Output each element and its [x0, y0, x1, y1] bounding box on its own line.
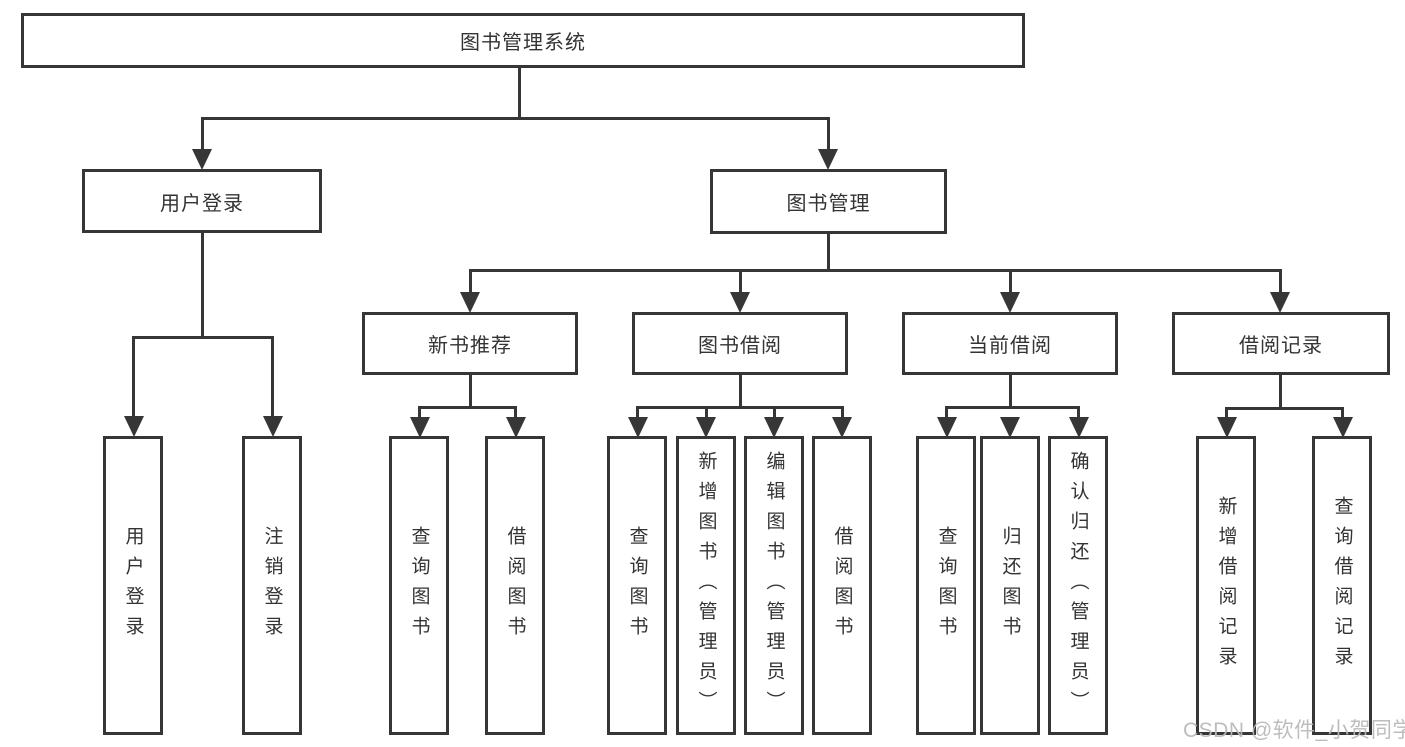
- leaf-edit-book-admin: 编辑图书（管理员）: [744, 436, 804, 735]
- arrow-down-icon: [696, 417, 716, 438]
- leaf-query-book-2: 查询图书: [607, 436, 667, 735]
- leaf-user-login: 用户登录: [103, 436, 163, 735]
- leaf-query-borrow-record-label: 查询借阅记录: [1331, 495, 1353, 676]
- arrow-down-icon: [263, 416, 283, 437]
- node-user-login-label: 用户登录: [160, 192, 244, 215]
- connector-line: [201, 117, 204, 151]
- connector-line: [1077, 406, 1080, 419]
- connector-line: [132, 336, 274, 339]
- connector-line: [827, 233, 830, 271]
- node-book-borrow-label: 图书借阅: [698, 335, 782, 357]
- leaf-query-borrow-record: 查询借阅记录: [1312, 436, 1372, 735]
- node-current-borrow: 当前借阅: [902, 312, 1118, 375]
- node-borrow-records: 借阅记录: [1172, 312, 1390, 375]
- leaf-query-book-1-label: 查询图书: [408, 525, 430, 646]
- connector-line: [1225, 407, 1228, 419]
- node-book-borrow: 图书借阅: [632, 312, 848, 375]
- connector-line: [739, 374, 742, 408]
- node-user-login: 用户登录: [82, 169, 322, 233]
- arrow-down-icon: [506, 417, 526, 438]
- connector-line: [1279, 269, 1282, 295]
- connector-line: [418, 406, 517, 409]
- node-book-management-label: 图书管理: [786, 193, 871, 215]
- leaf-confirm-return-admin-label: 确认归还（管理员）: [1067, 450, 1089, 721]
- arrow-down-icon: [192, 149, 212, 170]
- leaf-return-book-label: 归还图书: [999, 525, 1021, 646]
- leaf-edit-book-admin-label: 编辑图书（管理员）: [763, 450, 785, 721]
- leaf-query-book-1: 查询图书: [389, 436, 449, 735]
- node-book-management: 图书管理: [710, 169, 947, 234]
- arrow-down-icon: [1000, 292, 1020, 313]
- node-current-borrow-label: 当前借阅: [968, 335, 1052, 357]
- arrow-down-icon: [730, 292, 750, 313]
- connector-line: [1225, 407, 1344, 410]
- node-root-label: 图书管理系统: [460, 32, 586, 54]
- node-new-book-recommend-label: 新书推荐: [428, 335, 512, 357]
- leaf-return-book: 归还图书: [980, 436, 1040, 735]
- leaf-add-borrow-record: 新增借阅记录: [1196, 436, 1256, 735]
- arrow-down-icon: [832, 417, 852, 438]
- connector-line: [1009, 374, 1012, 408]
- arrow-down-icon: [818, 149, 838, 170]
- leaf-borrow-book-2-label: 借阅图书: [831, 525, 853, 646]
- leaf-query-book-3: 查询图书: [916, 436, 976, 735]
- arrow-down-icon: [460, 292, 480, 313]
- connector-line: [469, 269, 1282, 272]
- arrow-down-icon: [1000, 417, 1020, 438]
- connector-line: [841, 406, 844, 419]
- connector-line: [518, 68, 521, 120]
- leaf-logout-label: 注销登录: [261, 525, 283, 646]
- leaf-borrow-book-2: 借阅图书: [812, 436, 872, 735]
- connector-line: [271, 336, 274, 418]
- connector-line: [132, 336, 135, 418]
- arrow-down-icon: [1217, 417, 1237, 438]
- leaf-borrow-book-1-label: 借阅图书: [504, 525, 526, 646]
- leaf-confirm-return-admin: 确认归还（管理员）: [1048, 436, 1108, 735]
- node-borrow-records-label: 借阅记录: [1239, 335, 1323, 357]
- leaf-query-book-3-label: 查询图书: [935, 525, 957, 646]
- leaf-user-login-label: 用户登录: [122, 525, 144, 646]
- arrow-down-icon: [1069, 417, 1089, 438]
- connector-line: [636, 406, 843, 409]
- arrow-down-icon: [1270, 292, 1290, 313]
- connector-line: [945, 406, 1080, 409]
- node-root: 图书管理系统: [21, 13, 1025, 68]
- connector-line: [739, 269, 742, 295]
- arrow-down-icon: [628, 417, 648, 438]
- arrow-down-icon: [124, 416, 144, 437]
- connector-line: [773, 406, 776, 419]
- connector-line: [1279, 374, 1282, 410]
- connector-line: [705, 406, 708, 419]
- connector-line: [201, 232, 204, 338]
- connector-line: [636, 406, 639, 419]
- arrow-down-icon: [764, 417, 784, 438]
- connector-line: [201, 117, 830, 120]
- leaf-add-borrow-record-label: 新增借阅记录: [1215, 495, 1237, 676]
- leaf-add-book-admin: 新增图书（管理员）: [676, 436, 736, 735]
- arrow-down-icon: [937, 417, 957, 438]
- leaf-query-book-2-label: 查询图书: [626, 525, 648, 646]
- connector-line: [827, 117, 830, 151]
- node-new-book-recommend: 新书推荐: [362, 312, 578, 375]
- arrow-down-icon: [1333, 417, 1353, 438]
- leaf-add-book-admin-label: 新增图书（管理员）: [695, 450, 717, 721]
- csdn-watermark: CSDN @软件_小贺同学: [1183, 719, 1405, 742]
- connector-line: [514, 406, 517, 419]
- connector-line: [469, 269, 472, 295]
- connector-line: [418, 406, 421, 419]
- arrow-down-icon: [410, 417, 430, 438]
- connector-line: [945, 406, 948, 419]
- leaf-logout: 注销登录: [242, 436, 302, 735]
- connector-line: [1341, 407, 1344, 419]
- leaf-borrow-book-1: 借阅图书: [485, 436, 545, 735]
- connector-line: [469, 374, 472, 408]
- connector-line: [1009, 269, 1012, 295]
